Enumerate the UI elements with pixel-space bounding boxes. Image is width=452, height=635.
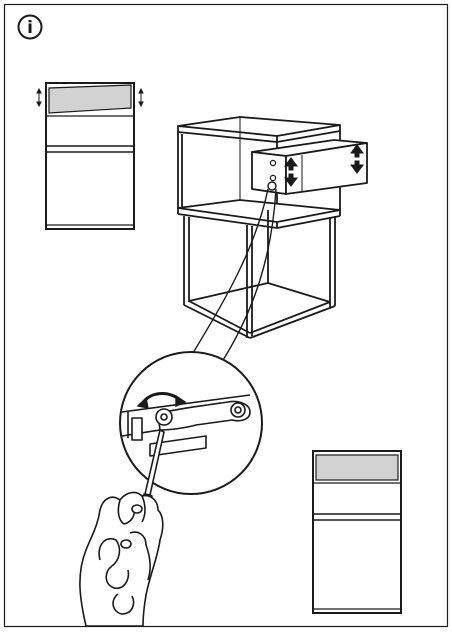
adjust-height-arrows-icon: [284, 144, 364, 187]
cabinet-after-icon: [312, 450, 402, 614]
info-glyph: i: [27, 18, 33, 38]
detail-callout-connector: [189, 181, 277, 366]
aligned-drawer: [315, 454, 399, 481]
rotate-arrow-icon: [136, 392, 187, 409]
up-down-arrows-icon: [36, 87, 144, 108]
misaligned-drawer: [48, 84, 132, 114]
hand-icon: [79, 491, 164, 627]
page-frame: [3, 3, 449, 628]
info-circle-icon: i: [17, 14, 43, 40]
cabinet-before-icon: [45, 82, 135, 230]
detail-magnifier: [119, 351, 263, 495]
drawer-open: [251, 139, 368, 195]
